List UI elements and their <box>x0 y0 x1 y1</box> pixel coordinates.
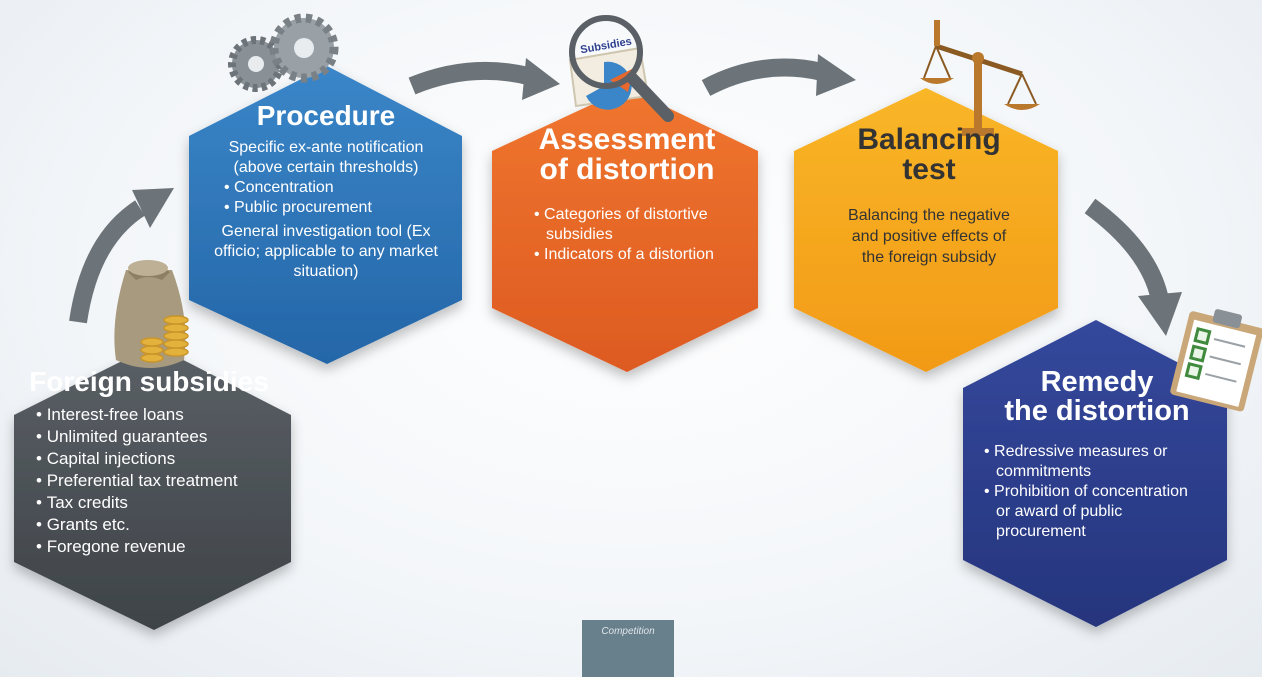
assessment-list: Categories of distortive subsidies Indic… <box>534 205 714 265</box>
step-assessment-of-distortion: Assessment of distortion Categories of d… <box>492 125 762 265</box>
gears-icon <box>228 13 339 92</box>
procedure-investigation-text: General investigation tool (Ex officio; … <box>214 223 438 280</box>
balancing-title-line1: Balancing <box>857 123 1001 156</box>
remedy-list: Redressive measures or commitments Prohi… <box>984 442 1206 542</box>
list-item: Indicators of a distortion <box>534 245 714 265</box>
scales-icon <box>920 20 1040 136</box>
procedure-title: Procedure <box>256 100 396 131</box>
step-procedure: Procedure Specific ex-ante notification … <box>186 102 466 282</box>
list-item: Tax credits <box>36 492 294 514</box>
arrow-assessment-to-balancing <box>701 58 825 96</box>
list-item: Capital injections <box>36 448 294 470</box>
balancing-text: Balancing the negative and positive effe… <box>848 207 1010 266</box>
flow-arrows <box>69 58 1169 324</box>
arrow-heads <box>132 54 1182 336</box>
foreign-list: Interest-free loans Unlimited guarantees… <box>36 404 294 558</box>
step-balancing-test: Balancing test Balancing the negative an… <box>794 125 1064 268</box>
clipboard-icon <box>1170 309 1262 412</box>
assessment-title-line1: Assessment <box>538 123 716 156</box>
magnifier-icon: Subsidies <box>568 15 674 122</box>
money-bag-icon <box>114 260 189 368</box>
step-remedy-the-distortion: Remedy the distortion Redressive measure… <box>962 368 1232 542</box>
list-item: Interest-free loans <box>36 404 294 426</box>
list-item: Public procurement <box>224 198 466 218</box>
list-item: Unlimited guarantees <box>36 426 294 448</box>
step-foreign-subsidies: Foreign subsidies Interest-free loans Un… <box>14 368 294 558</box>
procedure-list: Concentration Public procurement <box>224 178 466 218</box>
competition-badge: Competition <box>582 620 674 677</box>
arrow-procedure-to-assessment <box>408 61 531 95</box>
arrow-foreign-to-procedure <box>69 200 146 324</box>
list-item: Preferential tax treatment <box>36 470 294 492</box>
procedure-notification-text: Specific ex-ante notification (above cer… <box>228 139 424 176</box>
arrow-balancing-to-remedy <box>1084 198 1169 303</box>
remedy-title-line1: Remedy <box>1040 366 1154 398</box>
assessment-title-line2: of distortion <box>539 153 715 186</box>
list-item: Foregone revenue <box>36 536 294 558</box>
list-item: Prohibition of concentration or award of… <box>984 482 1206 542</box>
list-item: Concentration <box>224 178 466 198</box>
balancing-title-line2: test <box>902 153 956 186</box>
list-item: Redressive measures or commitments <box>984 442 1206 482</box>
foreign-title: Foreign subsidies <box>29 366 269 397</box>
list-item: Grants etc. <box>36 514 294 536</box>
remedy-title-line2: the distortion <box>1004 395 1190 427</box>
list-item: Categories of distortive subsidies <box>534 205 714 245</box>
hex-balancing-shape <box>794 88 1058 372</box>
